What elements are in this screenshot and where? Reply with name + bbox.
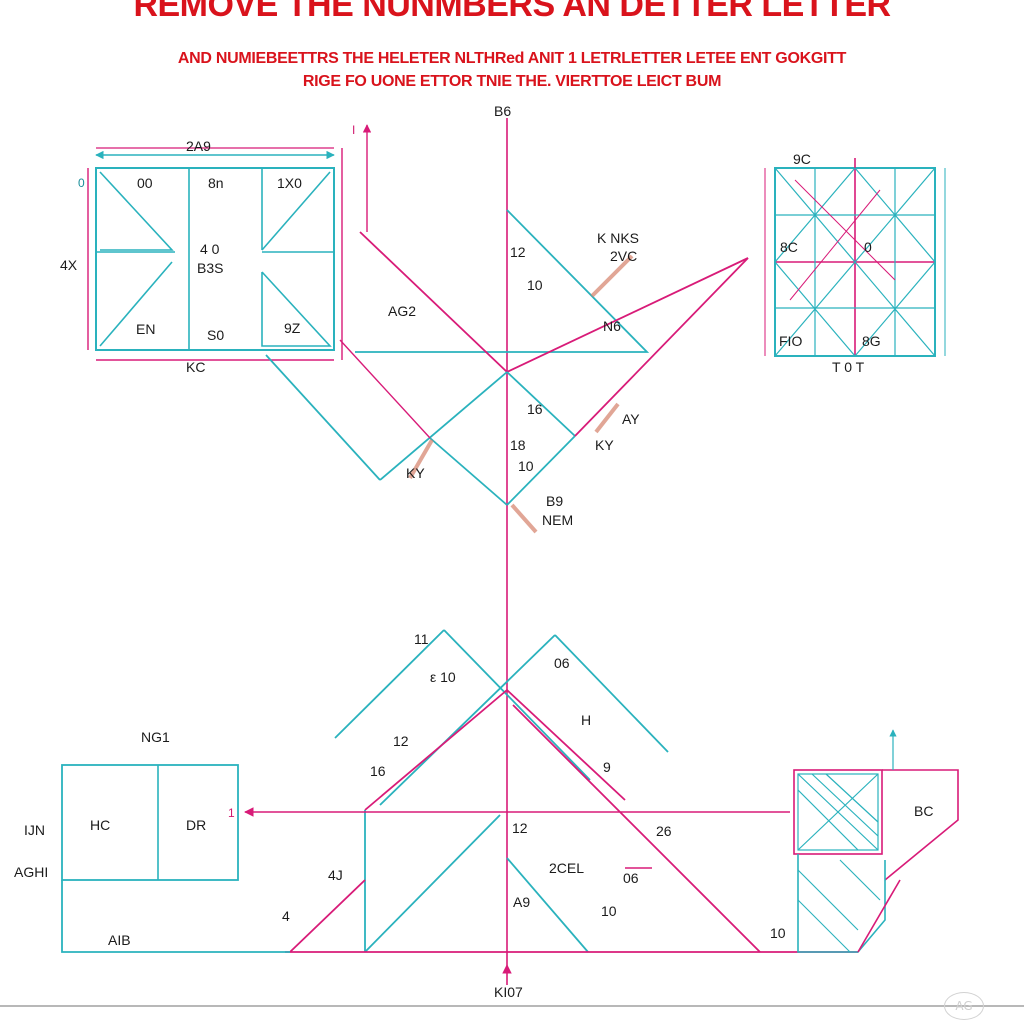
label: KI07	[494, 984, 523, 1000]
subtitle-line-1: AND NUMIEBEETTRS THE HELETER NLTHRed ANI…	[177, 50, 847, 67]
label: AY	[622, 411, 640, 427]
label: 11	[414, 631, 429, 647]
label: 12	[512, 820, 528, 836]
label: 16	[370, 763, 386, 779]
label: N6	[603, 318, 621, 334]
label: 10	[518, 458, 534, 474]
label: 06	[554, 655, 570, 671]
label: 16	[527, 401, 543, 417]
label: 12	[510, 244, 526, 260]
label: 9C	[793, 151, 811, 167]
label: AGHI	[14, 864, 48, 880]
label: EN	[136, 321, 155, 337]
label: HC	[90, 817, 110, 833]
label: 8G	[862, 333, 881, 349]
label: B3S	[197, 260, 223, 276]
label: 9	[603, 759, 611, 775]
label: DR	[186, 817, 206, 833]
watermark-logo: AG	[944, 992, 984, 1020]
subtitle-line-2: RIGE FO UONE ETTOR TNIE THE. VIERTTOE LE…	[302, 73, 722, 90]
label: 06	[623, 870, 639, 886]
label: 2VC	[610, 248, 637, 264]
label: 8C	[780, 239, 798, 255]
label: KY	[595, 437, 614, 453]
label: 10	[770, 925, 786, 941]
label: KY	[406, 465, 425, 481]
central-diamond	[265, 209, 749, 534]
label: 0	[864, 239, 872, 255]
label: 0	[78, 176, 85, 190]
top-right-grid	[764, 158, 946, 357]
label: NEM	[542, 512, 573, 528]
label: IJN	[24, 822, 45, 838]
label: AG2	[388, 303, 416, 319]
label: BC	[914, 803, 933, 819]
lower-triangle	[244, 629, 858, 953]
label: 4 0	[200, 241, 220, 257]
label: 10	[601, 903, 617, 919]
label: K NKS	[597, 230, 639, 246]
footer-divider	[0, 1005, 1024, 1007]
label: 4J	[328, 867, 343, 883]
label: 10	[527, 277, 543, 293]
label: 8n	[208, 175, 224, 191]
bottom-left-box	[61, 764, 290, 953]
label: 2CEL	[549, 860, 584, 876]
label: 12	[393, 733, 409, 749]
label: B6	[494, 103, 511, 119]
label: 26	[656, 823, 672, 839]
label: NG1	[141, 729, 170, 745]
label: 1	[228, 806, 235, 820]
bottom-right-grid	[793, 729, 959, 953]
label: AIB	[108, 932, 131, 948]
label: 18	[510, 437, 526, 453]
label: B9	[546, 493, 563, 509]
label: FIO	[779, 333, 802, 349]
label: ε 10	[430, 669, 456, 685]
label: 00	[137, 175, 153, 191]
label: I	[352, 123, 355, 137]
label: 4X	[60, 257, 78, 273]
label: 4	[282, 908, 290, 924]
label: 2A9	[186, 138, 211, 154]
label: KC	[186, 359, 205, 375]
label: H	[581, 712, 591, 728]
label: 1X0	[277, 175, 302, 191]
label: 9Z	[284, 320, 301, 336]
page-title: REMOVE THE NUNMBERS AN DETTER LETTER	[133, 0, 891, 24]
diagram-labels: B6 2A9 00 8n 1X0 4X 4 0 B3S EN S0 9Z KC …	[14, 103, 933, 1000]
top-left-square	[87, 124, 372, 361]
label: S0	[207, 327, 224, 343]
label: T 0 T	[832, 359, 865, 375]
label: A9	[513, 894, 530, 910]
